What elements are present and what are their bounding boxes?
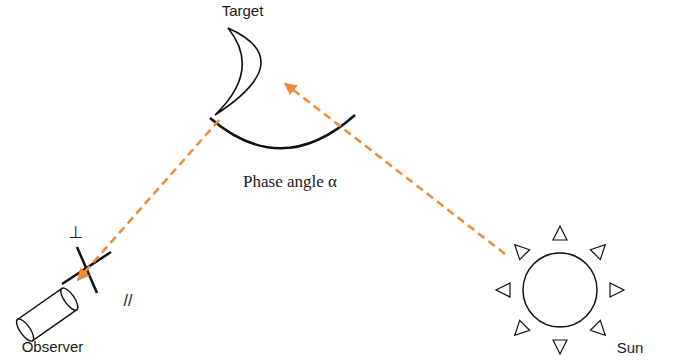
angle-label: Phase angle α	[243, 172, 337, 192]
light-ray	[285, 84, 505, 255]
observer-telescope: Observer	[5, 280, 100, 356]
polarization-symbol: //	[124, 292, 133, 310]
polarization-symbol: ⊥	[69, 222, 84, 242]
phase-angle-arc	[210, 115, 355, 148]
sun-symbol-outline	[505, 235, 675, 357]
node-label: Observer	[5, 338, 100, 356]
target-crescent: Target	[200, 0, 285, 120]
sun-symbol: Sun	[505, 235, 675, 357]
light-ray	[78, 120, 219, 280]
node-label: Sun	[605, 339, 655, 357]
node-label: Target	[200, 2, 285, 20]
